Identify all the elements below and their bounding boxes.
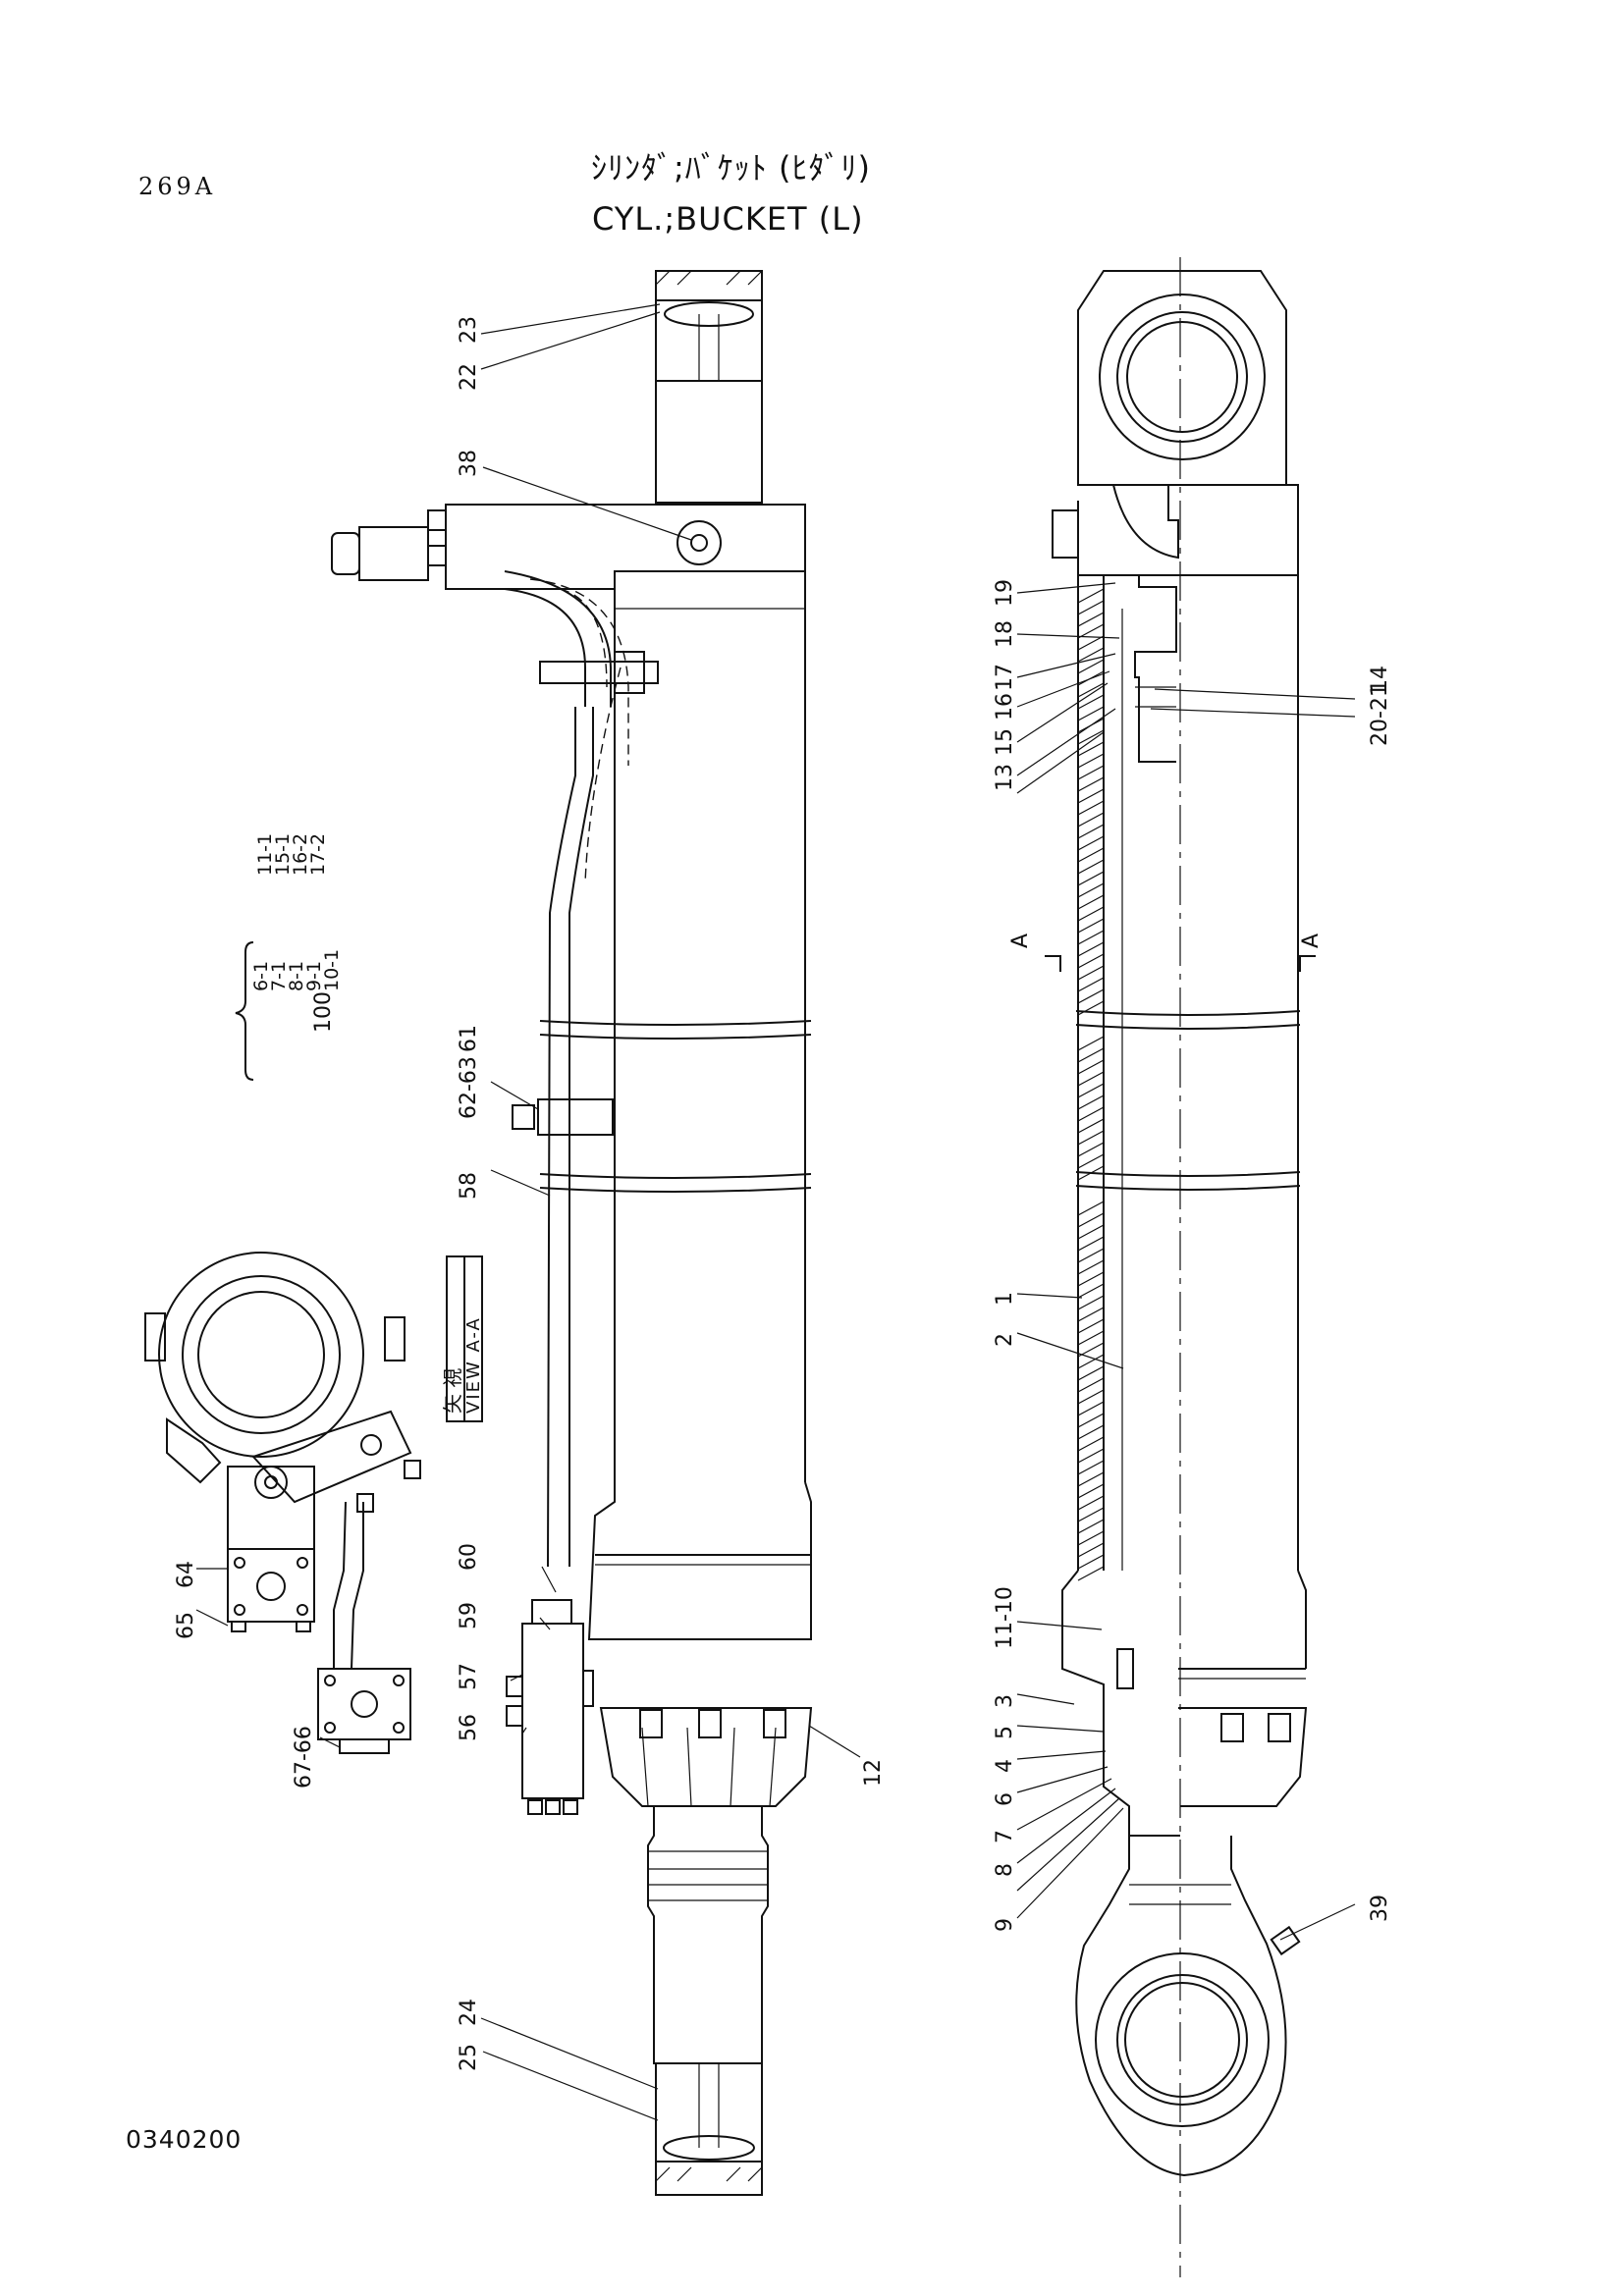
callout-13: 13 — [993, 764, 1017, 791]
callout-12: 12 — [861, 1759, 886, 1787]
kit-part-7-1: 7-1 — [268, 961, 290, 991]
leader-lines — [195, 303, 1356, 2121]
callout-4: 4 — [993, 1759, 1017, 1773]
kit-part-10-1: 10-1 — [321, 949, 343, 991]
kit-part-8-1: 8-1 — [286, 961, 307, 991]
callout-62-63: 62-63 — [457, 1056, 481, 1119]
callout-65: 65 — [174, 1612, 198, 1639]
callout-9: 9 — [993, 1918, 1017, 1932]
callout-61: 61 — [457, 1025, 481, 1052]
callout-3: 3 — [993, 1694, 1017, 1708]
kit-part-17-2: 17-2 — [307, 833, 329, 876]
kit-part-6-1: 6-1 — [250, 961, 272, 991]
head-cap-block — [445, 504, 806, 590]
title-english: CYL.;BUCKET (L) — [592, 200, 864, 238]
callout-17: 17 — [993, 664, 1017, 691]
callout-8: 8 — [993, 1863, 1017, 1877]
callout-22: 22 — [457, 363, 481, 391]
kit-bracket — [235, 941, 254, 1081]
callout-7: 7 — [993, 1830, 1017, 1843]
callout-24: 24 — [457, 1999, 481, 2026]
kit-number: 100 — [311, 991, 336, 1033]
page-number: 269A — [138, 173, 217, 200]
view-label-jp: 矢 視 — [441, 1368, 464, 1414]
callout-25: 25 — [457, 2044, 481, 2071]
kit-column-2: 11-115-116-217-2 — [254, 833, 329, 876]
callout-39: 39 — [1368, 1895, 1392, 1922]
callout-15: 15 — [993, 728, 1017, 756]
callout-6: 6 — [993, 1792, 1017, 1806]
rod-end-bushing — [655, 2062, 763, 2196]
left-cylinder-view — [331, 270, 813, 2196]
callout-67-66: 67-66 — [292, 1726, 316, 1789]
kit-part-9-1: 9-1 — [303, 961, 325, 991]
callout-60: 60 — [457, 1543, 481, 1571]
callout-18: 18 — [993, 620, 1017, 648]
callouts-left-view: 22 23 38 62-63 61 58 60 59 57 56 12 24 25 — [457, 316, 886, 2071]
callout-20-21: 20-21 — [1368, 683, 1392, 746]
section-mark-left: A — [1008, 934, 1033, 948]
head-eye — [1077, 270, 1287, 486]
hose-58 — [547, 707, 576, 1568]
view-aa-label — [446, 1255, 483, 1422]
grease-fitting-38 — [676, 520, 722, 565]
section-mark-right: A — [1299, 934, 1324, 948]
callout-19: 19 — [993, 579, 1017, 607]
clamp-61 — [537, 1098, 614, 1136]
callout-16: 16 — [993, 693, 1017, 721]
right-cylinder-view — [1052, 257, 1308, 2277]
kit-part-11-1: 11-1 — [254, 833, 276, 876]
gland-housing — [587, 1481, 812, 1640]
section-arrows: A A — [1008, 934, 1324, 972]
callout-64: 64 — [174, 1561, 198, 1588]
valve-block-56 — [521, 1623, 584, 1799]
kit-part-15-1: 15-1 — [272, 833, 294, 876]
view-label-en: VIEW A-A — [463, 1316, 484, 1414]
kit-part-16-2: 16-2 — [290, 833, 311, 876]
callout-56: 56 — [457, 1714, 481, 1741]
head-clevis — [655, 270, 763, 504]
callout-58: 58 — [457, 1172, 481, 1200]
callout-14: 14 — [1368, 666, 1392, 693]
callout-11-10: 11-10 — [993, 1586, 1017, 1649]
callout-38: 38 — [457, 450, 481, 477]
callout-2: 2 — [993, 1333, 1017, 1347]
callout-1: 1 — [993, 1292, 1017, 1306]
callout-23: 23 — [457, 316, 481, 344]
kit-column-1: 6-17-18-19-110-1 — [250, 949, 343, 991]
callouts-view-aa: 64 65 67-66 — [174, 1561, 316, 1789]
view-aa-drawing — [144, 1252, 421, 1754]
callout-57: 57 — [457, 1663, 481, 1690]
callout-59: 59 — [457, 1602, 481, 1629]
drawing-code: 0340200 — [126, 2125, 243, 2154]
callout-5: 5 — [993, 1726, 1017, 1739]
title-japanese: ｼﾘﾝﾀﾞ;ﾊﾞｹｯﾄ (ﾋﾀﾞﾘ) — [591, 149, 871, 187]
